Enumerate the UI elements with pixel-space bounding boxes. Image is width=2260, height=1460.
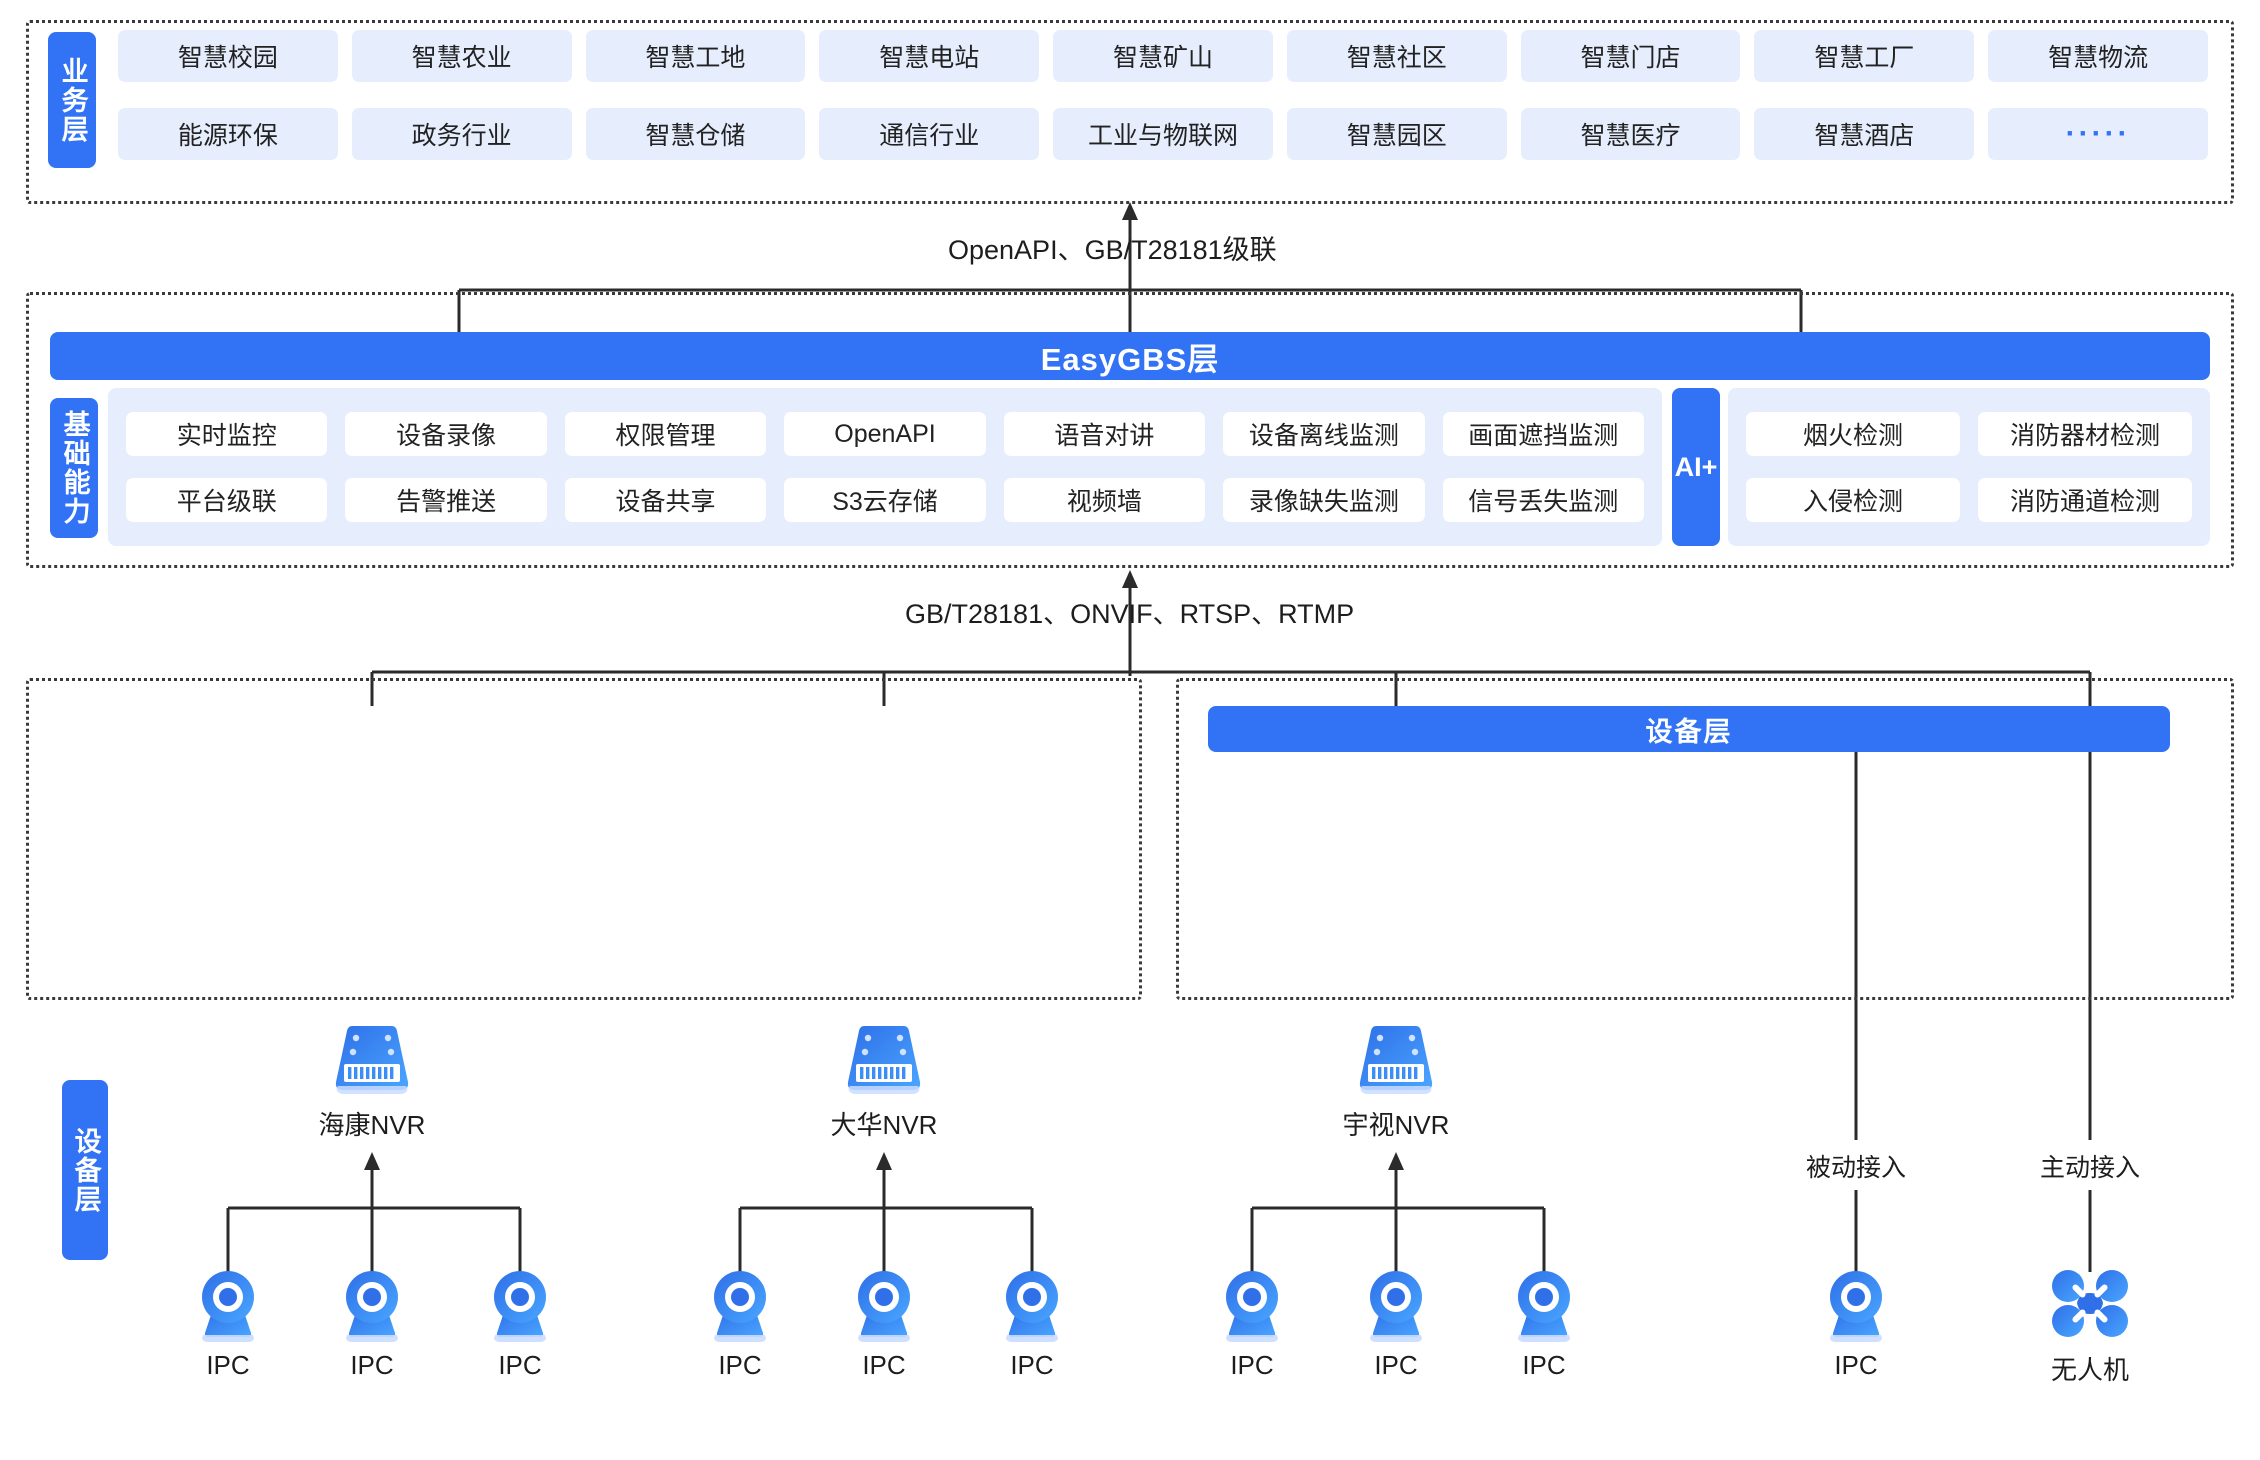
capability-item[interactable]: 录像缺失监测 xyxy=(1223,478,1425,522)
ai-capability-item[interactable]: 消防器材检测 xyxy=(1978,412,2192,456)
camera-icon[interactable] xyxy=(1505,1265,1583,1350)
bottom-protocol-label: GB/T28181、ONVIF、RTSP、RTMP xyxy=(905,599,1355,629)
business-item[interactable]: 智慧门店 xyxy=(1520,30,1741,82)
camera-icon[interactable] xyxy=(845,1265,923,1350)
business-item[interactable]: 智慧工地 xyxy=(585,30,806,82)
ai-plus-tab: AI+ xyxy=(1672,388,1720,546)
ai-capability-item[interactable]: 入侵检测 xyxy=(1746,478,1960,522)
top-protocol-label: OpenAPI、GB/T28181级联 xyxy=(948,235,1277,265)
ai-capability-item[interactable]: 烟火检测 xyxy=(1746,412,1960,456)
nvr-label: 海康NVR xyxy=(318,1110,426,1140)
access-mode-label: 主动接入 xyxy=(2039,1154,2141,1182)
business-item-more[interactable]: ····· xyxy=(1988,108,2208,160)
device-layer-right-container xyxy=(1176,678,2234,1000)
business-item[interactable]: 智慧电站 xyxy=(819,30,1040,82)
device-layer-tab: 设备层 xyxy=(62,1080,108,1260)
business-item[interactable]: 工业与物联网 xyxy=(1053,108,1273,160)
business-item[interactable]: 智慧园区 xyxy=(1286,108,1507,160)
business-item[interactable]: 智慧医疗 xyxy=(1520,108,1741,160)
camera-label: IPC xyxy=(1230,1350,1274,1380)
business-layer-container xyxy=(26,20,2234,204)
business-item[interactable]: 能源环保 xyxy=(118,108,338,160)
business-item[interactable]: 智慧农业 xyxy=(351,30,572,82)
capability-item[interactable]: 权限管理 xyxy=(564,412,767,456)
camera-icon[interactable] xyxy=(701,1265,779,1350)
nvr-label: 大华NVR xyxy=(830,1110,938,1140)
capability-layer-tab: 基础能力 xyxy=(50,398,98,538)
camera-label: IPC xyxy=(862,1350,906,1380)
capability-item[interactable]: 平台级联 xyxy=(126,478,328,522)
camera-label: IPC xyxy=(1522,1350,1566,1380)
capability-item[interactable]: 设备录像 xyxy=(345,412,547,456)
business-item[interactable]: 通信行业 xyxy=(819,108,1040,160)
business-item[interactable]: 智慧工厂 xyxy=(1754,30,1975,82)
platform-layer-container xyxy=(26,292,2234,568)
business-item[interactable]: 智慧物流 xyxy=(1988,30,2208,82)
camera-icon[interactable] xyxy=(993,1265,1071,1350)
capability-item[interactable]: OpenAPI xyxy=(784,412,986,456)
camera-label: IPC xyxy=(1834,1350,1878,1380)
camera-label: IPC xyxy=(1010,1350,1054,1380)
device-layer-left-container xyxy=(26,678,1142,1000)
camera-label: IPC xyxy=(206,1350,250,1380)
device-layer-bar: 设备层 xyxy=(1208,706,2170,752)
nvr-icon[interactable] xyxy=(836,1020,932,1105)
drone-icon[interactable] xyxy=(2049,1265,2131,1350)
capability-item[interactable]: 设备离线监测 xyxy=(1223,412,1425,456)
access-mode-label: 被动接入 xyxy=(1805,1154,1907,1182)
capability-grid: 实时监控 设备录像 权限管理 OpenAPI 语音对讲 设备离线监测 画面遮挡监… xyxy=(108,388,1662,546)
easygbs-layer-bar: EasyGBS层 xyxy=(50,332,2210,380)
business-item[interactable]: 智慧酒店 xyxy=(1754,108,1975,160)
ai-capability-grid: 烟火检测 消防器材检测 入侵检测 消防通道检测 xyxy=(1728,388,2210,546)
camera-icon[interactable] xyxy=(333,1265,411,1350)
camera-label: IPC xyxy=(1374,1350,1418,1380)
nvr-icon[interactable] xyxy=(324,1020,420,1105)
capability-item[interactable]: S3云存储 xyxy=(784,478,986,522)
business-layer-grid: 智慧校园 智慧农业 智慧工地 智慧电站 智慧矿山 智慧社区 智慧门店 智慧工厂 … xyxy=(118,30,2208,180)
capability-item[interactable]: 设备共享 xyxy=(564,478,767,522)
camera-label: IPC xyxy=(498,1350,542,1380)
camera-icon[interactable] xyxy=(1357,1265,1435,1350)
ai-capability-item[interactable]: 消防通道检测 xyxy=(1978,478,2192,522)
capability-item[interactable]: 实时监控 xyxy=(126,412,328,456)
camera-label: IPC xyxy=(350,1350,394,1380)
camera-icon[interactable] xyxy=(1213,1265,1291,1350)
business-item[interactable]: 智慧仓储 xyxy=(585,108,806,160)
business-item[interactable]: 智慧校园 xyxy=(118,30,338,82)
capability-item[interactable]: 视频墙 xyxy=(1003,478,1206,522)
nvr-label: 宇视NVR xyxy=(1342,1110,1450,1140)
business-item[interactable]: 智慧社区 xyxy=(1286,30,1507,82)
drone-label: 无人机 xyxy=(2050,1355,2130,1385)
camera-icon[interactable] xyxy=(481,1265,559,1350)
nvr-icon[interactable] xyxy=(1348,1020,1444,1105)
camera-icon[interactable] xyxy=(1817,1265,1895,1350)
capability-item[interactable]: 告警推送 xyxy=(345,478,547,522)
camera-icon[interactable] xyxy=(189,1265,267,1350)
camera-label: IPC xyxy=(718,1350,762,1380)
capability-item[interactable]: 语音对讲 xyxy=(1003,412,1206,456)
business-item[interactable]: 智慧矿山 xyxy=(1053,30,1273,82)
business-item[interactable]: 政务行业 xyxy=(351,108,572,160)
business-layer-tab: 业务层 xyxy=(48,32,96,168)
capability-item[interactable]: 画面遮挡监测 xyxy=(1442,412,1644,456)
capability-item[interactable]: 信号丢失监测 xyxy=(1442,478,1644,522)
